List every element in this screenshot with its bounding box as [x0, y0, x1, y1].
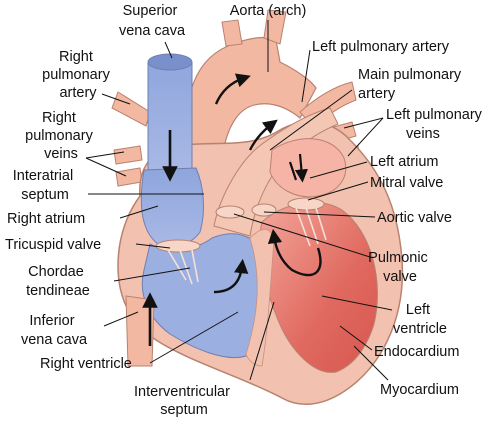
- flow-arrow-aorta: [214, 73, 251, 105]
- label-inferior-vena-cava-line-1: Inferior: [29, 313, 74, 329]
- label-left-pulmonary-veins: Left pulmonary veins: [386, 107, 486, 142]
- label-interventricular-septum: Interventricular septum: [134, 384, 234, 418]
- leader-left-ventricle: [321, 295, 393, 311]
- aortic-valve-shape: [251, 203, 277, 217]
- label-right-ventricle: Right ventricle: [40, 356, 132, 372]
- label-aorta-arch: Aorta (arch): [230, 3, 307, 19]
- label-right-atrium: Right atrium: [7, 211, 85, 227]
- label-right-pulmonary-artery: Right pulmonary artery: [42, 49, 114, 101]
- label-chordae-tendineae-line-1: Chordae: [28, 264, 84, 280]
- leader-left-pulmonary-veins-a: [343, 117, 384, 129]
- label-right-pulmonary-artery-line-2: pulmonary: [42, 67, 110, 83]
- leader-left-pulmonary-veins-b: [347, 117, 384, 157]
- label-mitral-valve: Mitral valve: [370, 175, 443, 191]
- label-interventricular-septum-line-2: septum: [160, 402, 208, 418]
- label-left-ventricle-line-2: ventricle: [393, 321, 447, 337]
- label-pulmonic-valve-line-1: Pulmonic: [368, 250, 428, 266]
- tricuspid-valve-shape: [155, 239, 201, 253]
- right-pulmonary-veins-vessel: [113, 145, 143, 187]
- label-main-pulmonary-artery: Main pulmonary artery: [358, 67, 465, 102]
- leader-superior-vena-cava: [164, 41, 173, 59]
- label-superior-vena-cava: Superior vena cava: [119, 3, 186, 39]
- label-left-pulmonary-artery: Left pulmonary artery: [312, 39, 450, 55]
- flow-arrow-left-ventricle: [267, 228, 322, 277]
- label-pulmonic-valve-line-2: valve: [383, 269, 417, 285]
- right-pulmonary-artery-vessel: [111, 91, 151, 127]
- label-right-pulmonary-veins-line-3: veins: [44, 146, 78, 162]
- leader-chordae-tendineae: [113, 267, 191, 282]
- label-right-pulmonary-veins-line-2: pulmonary: [25, 128, 93, 144]
- leader-right-pulmonary-veins-b: [85, 157, 127, 177]
- label-inferior-vena-cava: Inferior vena cava: [21, 313, 88, 348]
- label-superior-vena-cava-line-1: Superior: [123, 3, 178, 19]
- flow-arrow-left-atrium: [288, 153, 302, 180]
- leader-right-pulmonary-veins-a: [85, 151, 125, 159]
- label-right-pulmonary-veins: Right pulmonary veins: [25, 110, 97, 162]
- leader-myocardium: [353, 345, 389, 381]
- label-left-pulmonary-veins-line-1: Left pulmonary: [386, 107, 483, 123]
- leader-interventricular-septum: [249, 301, 275, 381]
- leader-tricuspid-valve: [135, 243, 171, 249]
- leader-left-atrium: [309, 161, 368, 179]
- leader-mitral-valve: [307, 181, 369, 201]
- leader-right-ventricle: [149, 311, 239, 364]
- label-main-pulmonary-artery-line-1: Main pulmonary: [358, 67, 462, 83]
- labels: Superior vena cava Aorta (arch) Right pu…: [5, 3, 486, 418]
- leader-right-atrium: [119, 205, 159, 219]
- label-superior-vena-cava-line-2: vena cava: [119, 23, 186, 39]
- label-left-atrium: Left atrium: [370, 154, 439, 170]
- aorta-branches: [221, 9, 287, 47]
- leader-right-pulmonary-artery: [101, 93, 131, 105]
- flow-arrow-pulmonary: [248, 119, 278, 151]
- leader-inferior-vena-cava: [103, 311, 139, 327]
- label-endocardium: Endocardium: [374, 344, 459, 360]
- label-main-pulmonary-artery-line-2: artery: [358, 86, 396, 102]
- label-right-pulmonary-veins-line-1: Right: [42, 110, 76, 126]
- label-interventricular-septum-line-1: Interventricular: [134, 384, 230, 400]
- label-right-pulmonary-artery-line-1: Right: [59, 49, 93, 65]
- flow-arrow-right-ventricle: [213, 258, 249, 294]
- label-left-ventricle-line-1: Left: [406, 302, 430, 318]
- label-interatrial-septum-line-2: septum: [21, 187, 69, 203]
- label-interatrial-septum: Interatrial septum: [13, 168, 77, 203]
- label-pulmonic-valve: Pulmonic valve: [368, 250, 432, 285]
- label-myocardium: Myocardium: [380, 382, 459, 398]
- leader-endocardium: [339, 325, 373, 351]
- right-atrium-chamber: [140, 167, 204, 248]
- label-inferior-vena-cava-line-2: vena cava: [21, 332, 88, 348]
- leader-left-pulmonary-artery: [301, 49, 311, 103]
- label-right-pulmonary-artery-line-3: artery: [59, 85, 97, 101]
- label-left-ventricle: Left ventricle: [393, 302, 447, 337]
- label-aortic-valve: Aortic valve: [377, 210, 452, 226]
- label-left-pulmonary-veins-line-2: veins: [406, 126, 440, 142]
- label-chordae-tendineae-line-2: tendineae: [26, 283, 90, 299]
- aorta-arch-vessel: [185, 36, 317, 173]
- leader-lines: [85, 20, 393, 381]
- label-interatrial-septum-line-1: Interatrial: [13, 168, 73, 184]
- chordae-tendineae-strands: [167, 207, 327, 285]
- superior-vena-cava-opening: [147, 53, 193, 71]
- leader-aortic-valve: [263, 211, 376, 218]
- label-chordae-tendineae: Chordae tendineae: [26, 264, 90, 299]
- leader-main-pulmonary-artery: [269, 89, 353, 151]
- leader-pulmonic-valve: [233, 213, 371, 258]
- label-tricuspid-valve: Tricuspid valve: [5, 237, 101, 253]
